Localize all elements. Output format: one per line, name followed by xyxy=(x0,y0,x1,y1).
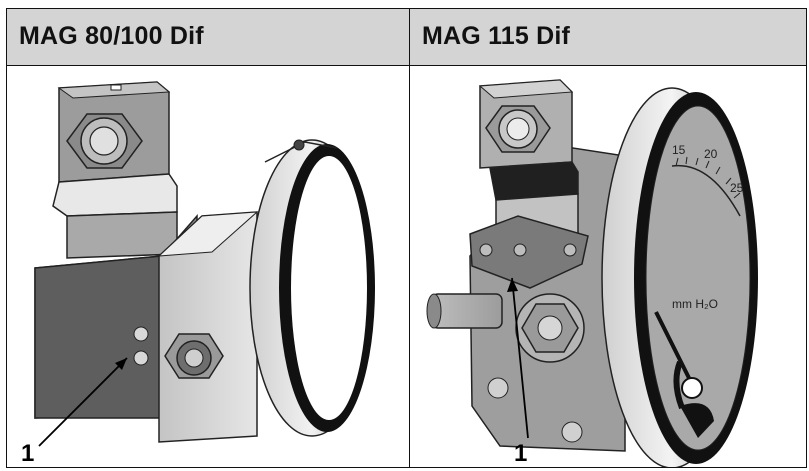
gauge-tick-label: 20 xyxy=(704,147,718,161)
gauge-unit-label: mm H₂O xyxy=(672,297,718,311)
column-header-mag-80-100-dif: MAG 80/100 Dif xyxy=(7,9,410,66)
column-title: MAG 115 Dif xyxy=(422,22,571,50)
mag-80-100-drawing: 1 xyxy=(21,81,375,467)
gauge-tick-label: 15 xyxy=(672,143,686,157)
column-title: MAG 80/100 Dif xyxy=(19,22,204,50)
product-comparison-table: MAG 80/100 Dif MAG 115 Dif xyxy=(6,8,807,468)
illustration-mag-80-100-dif: 1 xyxy=(7,66,410,467)
column-header-mag-115-dif: MAG 115 Dif xyxy=(410,9,806,66)
callout-arrow xyxy=(511,277,529,439)
callout-label: 1 xyxy=(514,440,527,467)
callout-arrow xyxy=(38,357,128,447)
mag-115-drawing: 15 20 25 mm H₂O 1 xyxy=(426,79,758,467)
gauge-tick-label: 25 xyxy=(730,181,744,195)
illustration-mag-115-dif: 15 20 25 mm H₂O 1 xyxy=(410,66,806,467)
callout-label: 1 xyxy=(21,440,34,467)
